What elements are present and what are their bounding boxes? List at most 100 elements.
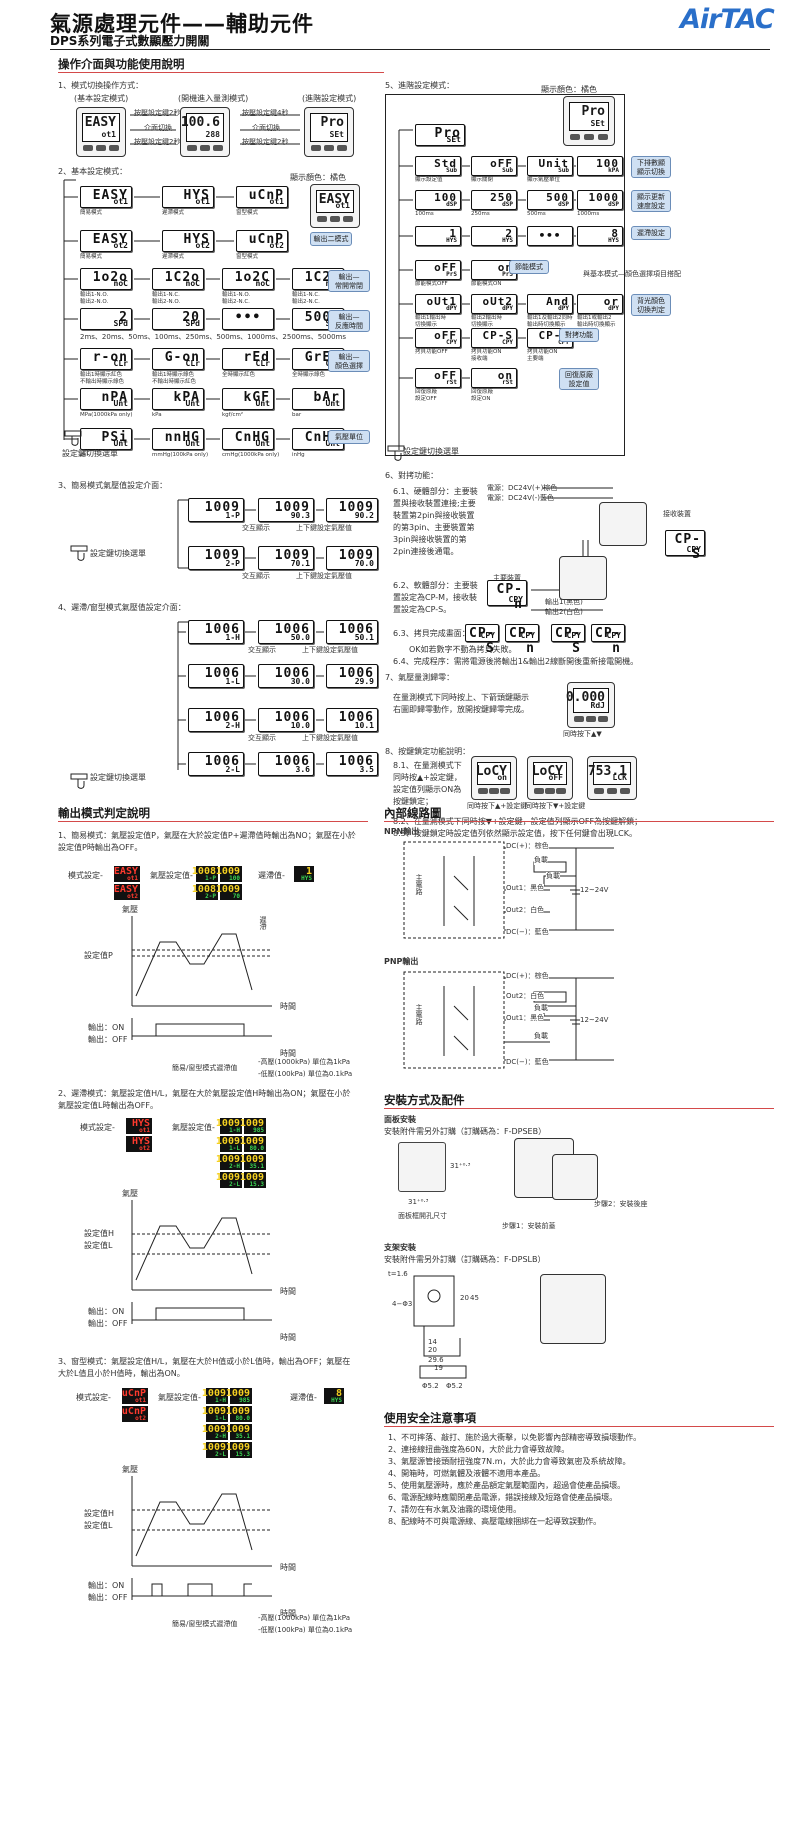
lcd-main-value: uCnP (121, 1406, 146, 1417)
device-button[interactable] (109, 145, 119, 151)
device-button[interactable] (584, 134, 594, 140)
lcd-sub-value: 1-H (225, 633, 240, 642)
lcd-sub-value: 15.3 (235, 1451, 250, 1458)
lcd-sub-value: 50.1 (354, 633, 374, 642)
lcd-sub-value: 1-L (225, 677, 240, 686)
row-caption: 輸出1時顯示綠色 不輸出時顯示紅色 (152, 372, 197, 385)
safety-item: 1、不可摔落、敲打、施於過大衝擊，以免影響內部精密導致損壞動作。 (388, 1433, 642, 1442)
device-buttons (317, 216, 353, 224)
setpoint-h-label: 設定值H (84, 1229, 115, 1238)
circuit-label: 12~24V (580, 886, 609, 895)
flow-line (63, 179, 76, 440)
lcd-main-value: CP-n (509, 626, 536, 656)
advanced-heading: 5、進階設定模式： (385, 81, 455, 90)
device-button[interactable] (556, 788, 566, 794)
device-button[interactable] (213, 145, 223, 151)
device-button[interactable] (96, 145, 106, 151)
lcd-sub-value: CPY (606, 631, 621, 640)
device-sub-value: oFF (548, 773, 563, 782)
lcd-sub-value: ot2 (127, 893, 138, 900)
circuit-boundary (403, 841, 505, 939)
device-button[interactable] (620, 788, 630, 794)
device-button[interactable] (83, 145, 93, 151)
device-button[interactable] (598, 716, 608, 722)
circuit-label: DC(−)：藍色 (506, 928, 549, 937)
lcd-main-value: 1009 (215, 884, 240, 895)
device-button[interactable] (324, 145, 334, 151)
device-button[interactable] (500, 788, 510, 794)
device-button[interactable] (317, 216, 327, 222)
lcd-sub-value: PrS (446, 271, 457, 278)
row-caption: 顯示關閉 (471, 177, 494, 183)
row-caption: 全時顯示紅色 (222, 372, 256, 378)
side-note: 回復原廠 設定值 (559, 368, 599, 390)
device-button[interactable] (337, 145, 347, 151)
device-sub-value: LCK (612, 773, 627, 782)
device-button[interactable] (607, 788, 617, 794)
circuit-label: DC(+)：棕色 (506, 842, 549, 851)
device-main-value: 0.000 (565, 690, 605, 705)
lcd-main-value: nnHG (164, 430, 200, 445)
device-button[interactable] (586, 716, 596, 722)
device-button[interactable] (311, 145, 321, 151)
device-button[interactable] (594, 788, 604, 794)
device-button[interactable] (200, 145, 210, 151)
lcd-main-value: 100 (434, 191, 457, 204)
device-button[interactable] (598, 134, 608, 140)
device-button[interactable] (330, 216, 340, 222)
device-button[interactable] (545, 788, 555, 794)
lcd-sub-value: 70.0 (354, 559, 374, 568)
circuit-label: Out2：白色 (506, 906, 545, 915)
lcd-sub-value: 2-L (229, 1181, 240, 1188)
lcd-main-value: 500 (546, 191, 569, 204)
device-sub-value: on (497, 773, 507, 782)
arrow-label: 介面切換 (144, 124, 172, 132)
device-button[interactable] (187, 145, 197, 151)
lcd-sub-value: CPY (520, 631, 535, 640)
device-buttons (574, 716, 608, 724)
lcd-sub-value: HYS (301, 875, 312, 882)
lcd-sub-value: noC (255, 279, 270, 288)
lcd-main-value: oFF (434, 329, 457, 342)
easy-mode-graph (131, 916, 272, 1040)
device-button[interactable] (343, 216, 353, 222)
panel-title: 面板安裝 (384, 1115, 416, 1124)
section-rule (384, 1426, 774, 1427)
circuit-boundary (403, 971, 505, 1069)
lcd-main-value: CP-n (595, 626, 622, 656)
device-button[interactable] (478, 788, 488, 794)
device-button[interactable] (534, 788, 544, 794)
device-button[interactable] (574, 716, 584, 722)
wire (531, 487, 613, 611)
row-caption: 遲滯模式 (162, 254, 185, 260)
lcd-sub-value: HYS (446, 237, 457, 244)
key-shape (64, 430, 82, 437)
lcd-sub-value: CPY (480, 631, 495, 640)
device-button[interactable] (489, 788, 499, 794)
lcd-main-value: 8 (335, 1388, 342, 1399)
lcd-main-value: 250 (490, 191, 513, 204)
lcd-main-value: 1006 (204, 710, 240, 725)
lcd-main-value: 8 (611, 227, 619, 240)
lcd-sub-value: CPY (446, 339, 457, 346)
lcd-main-value: CP-S (469, 626, 496, 656)
lcd-main-value: 1009 (239, 1136, 264, 1147)
panel-text: 安裝附件需另外訂購（訂購碼為：F-DPSEB） (384, 1127, 547, 1136)
device-button[interactable] (570, 134, 580, 140)
